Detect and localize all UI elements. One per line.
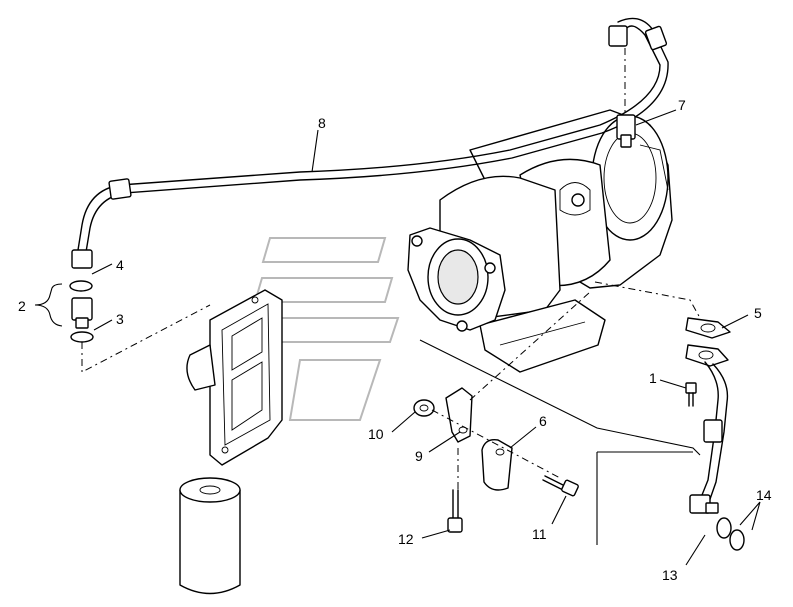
bolt-12: [447, 489, 463, 533]
callout-8: 8: [318, 115, 326, 131]
oil-return-pipe: [594, 281, 731, 514]
callout-6: 6: [539, 413, 547, 429]
callout-labels: 1 2 3 4 5 6 7 8 9 10 11 12 13 14: [18, 97, 772, 583]
bracket-9: [445, 387, 473, 443]
callout-3: 3: [116, 311, 124, 327]
callout-13: 13: [662, 567, 678, 583]
callout-5: 5: [754, 305, 762, 321]
turbocharger: [407, 109, 673, 373]
callout-14: 14: [756, 487, 772, 503]
callout-10: 10: [368, 426, 384, 442]
union-fitting-7: [616, 48, 636, 148]
callout-9: 9: [415, 448, 423, 464]
leader-lines: [34, 109, 761, 566]
bolt-11: [542, 475, 579, 497]
callout-7: 7: [678, 97, 686, 113]
o-rings-14: [716, 517, 745, 551]
screw-1: [685, 382, 697, 407]
oil-feed-pipe: [71, 17, 669, 269]
spacer-10: [413, 399, 435, 417]
union-assembly-2: [69, 280, 211, 373]
clamp-6: [481, 439, 513, 491]
callout-12: 12: [398, 531, 414, 547]
callout-1: 1: [649, 370, 657, 386]
callout-4: 4: [116, 257, 124, 273]
oil-filter-cartridge: [179, 477, 241, 595]
callout-11: 11: [532, 526, 547, 542]
callout-2: 2: [18, 298, 26, 314]
oil-filter-housing: [186, 289, 283, 466]
assembly-axis-lines: [431, 291, 591, 490]
